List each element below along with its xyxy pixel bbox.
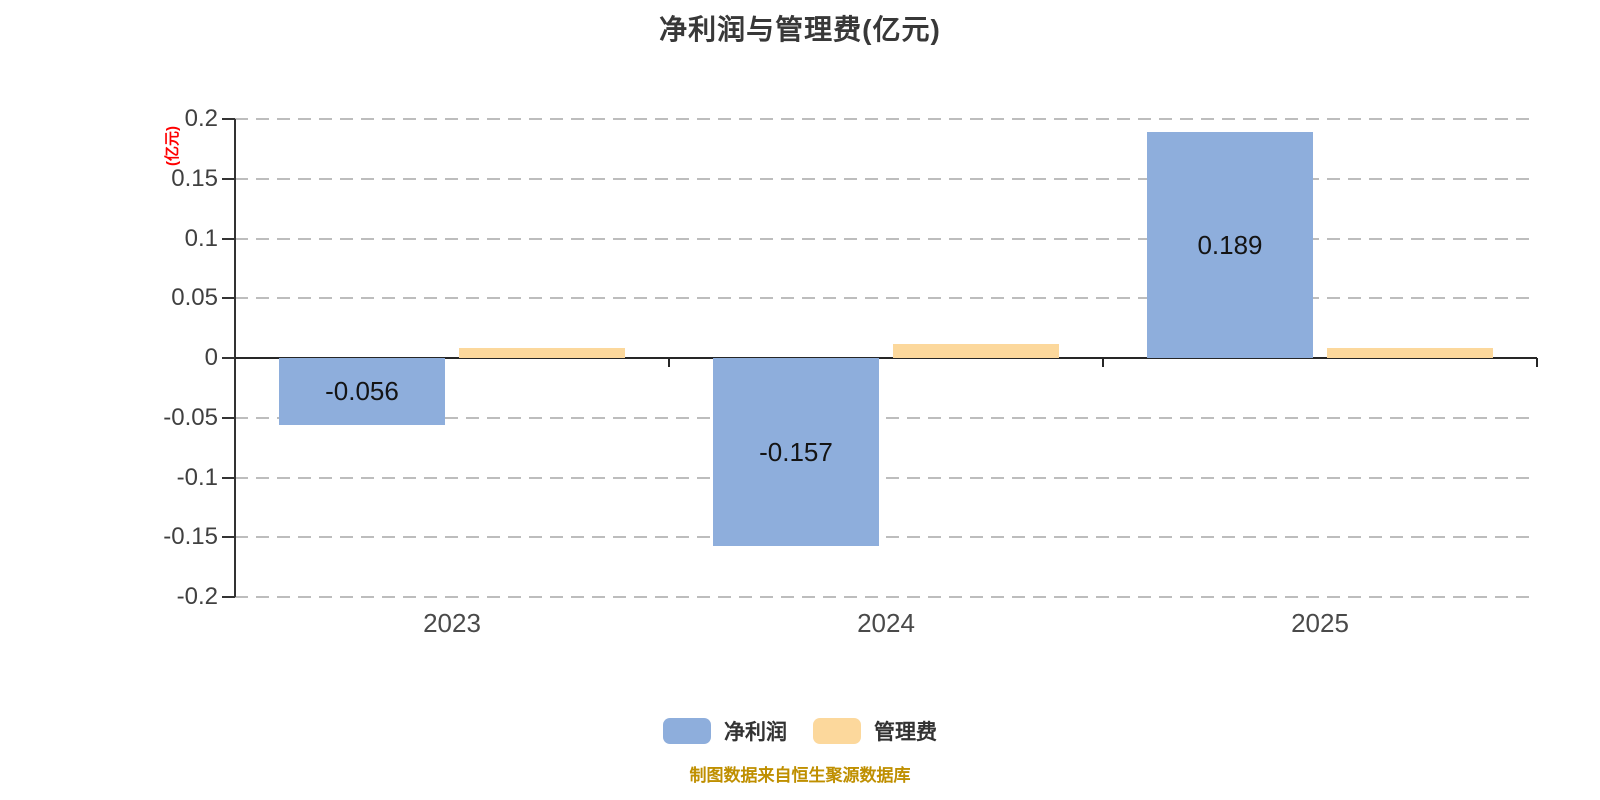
x-axis-tick-label: 2025 (1291, 608, 1349, 638)
mgmt-fee-swatch-icon (813, 718, 861, 744)
net-profit-bar (279, 358, 445, 425)
y-axis-tick-mark (222, 237, 235, 240)
y-axis-tick-label: -0.15 (163, 523, 218, 551)
legend-item-net-profit: 净利润 (663, 716, 787, 746)
mgmt-fee-bar (459, 348, 625, 358)
y-axis-tick-mark (222, 476, 235, 479)
y-axis-tick-mark (222, 118, 235, 120)
y-axis-tick-mark (222, 416, 235, 419)
gridline (235, 596, 1537, 598)
x-axis-tick-label: 2024 (857, 608, 915, 638)
net-profit-swatch-icon (663, 718, 711, 744)
x-axis-tick-label: 2023 (423, 608, 481, 638)
mgmt-fee-bar (1327, 348, 1493, 358)
gridline (235, 416, 1537, 419)
y-axis-tick-mark (222, 357, 235, 359)
net-profit-bar (1147, 132, 1313, 358)
gridline (235, 297, 1537, 300)
y-axis-tick-label: 0.1 (184, 224, 218, 252)
y-axis-tick-label: -0.05 (163, 403, 218, 431)
gridline (235, 177, 1537, 180)
net-profit-bar (713, 358, 879, 546)
gridline (235, 536, 1537, 539)
gridline (235, 118, 1537, 120)
legend-item-mgmt-fee: 管理费 (813, 716, 937, 746)
chart-title: 净利润与管理费(亿元) (659, 14, 941, 45)
legend-label-mgmt-fee: 管理费 (874, 721, 937, 744)
gridline (235, 237, 1537, 240)
zero-axis-line (235, 357, 1537, 359)
legend: 净利润 管理费 (0, 716, 1600, 746)
y-axis-tick-mark (222, 536, 235, 539)
y-axis-tick-mark (222, 596, 235, 598)
category-axis-tick-mark (668, 358, 670, 367)
y-axis-tick-label: 0 (204, 344, 218, 371)
bar-value-label: -0.056 (325, 376, 399, 407)
y-axis-tick-mark (222, 177, 235, 180)
category-axis-tick-mark (1536, 358, 1538, 367)
y-axis-tick-label: 0.05 (171, 284, 218, 312)
y-axis-tick-label: -0.1 (176, 463, 218, 491)
y-axis-tick-mark (222, 297, 235, 300)
data-source-note: 制图数据来自恒生聚源数据库 (689, 766, 911, 785)
y-axis-tick-label: 0.2 (184, 105, 218, 132)
y-axis-tick-label: -0.2 (176, 583, 218, 610)
mgmt-fee-bar (893, 343, 1059, 358)
legend-label-net-profit: 净利润 (724, 721, 787, 744)
gridline (235, 476, 1537, 479)
bar-value-label: 0.189 (1197, 230, 1263, 261)
bar-value-label: -0.157 (759, 436, 833, 467)
category-axis-tick-mark (1102, 358, 1104, 367)
y-axis-tick-label: 0.15 (171, 164, 218, 192)
